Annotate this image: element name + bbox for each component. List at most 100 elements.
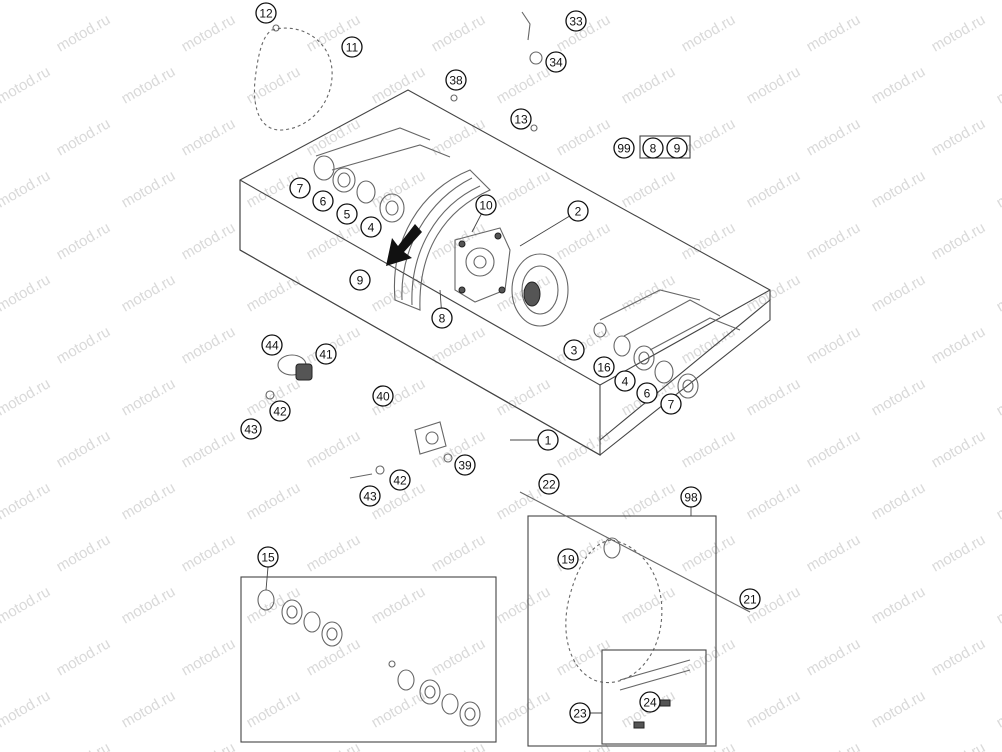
callout-circle [289, 177, 311, 199]
part-callout: 38 [445, 69, 467, 91]
callout-circle [739, 588, 761, 610]
watermark-text: motod.ru [494, 0, 554, 3]
callout-label: 98 [684, 491, 698, 505]
callout-label: 43 [363, 490, 377, 504]
callout-circle [639, 691, 661, 713]
callout-circle [389, 469, 411, 491]
watermark-text: motod.ru [119, 0, 179, 3]
watermark-text: motod.ru [119, 271, 179, 315]
watermark-text: motod.ru [494, 687, 554, 731]
watermark-text: motod.ru [369, 0, 429, 3]
watermark-text: motod.ru [994, 271, 1002, 315]
watermark-text: motod.ru [119, 687, 179, 731]
part-callout: 23 [569, 702, 591, 724]
watermark-text: motod.ru [429, 323, 489, 367]
part-callout: 12 [255, 2, 277, 24]
part-callout: 15 [257, 546, 279, 568]
watermark-text: motod.ru [179, 739, 239, 752]
part-callout: 42 [269, 400, 291, 422]
watermark-text: motod.ru [244, 0, 304, 3]
watermark-text: motod.ru [54, 739, 114, 752]
watermark-text: motod.ru [619, 0, 679, 3]
part-callout: 8 [431, 307, 453, 329]
part-callout: 24 [639, 691, 661, 713]
part-callout: 42 [389, 469, 411, 491]
watermark-text: motod.ru [679, 635, 739, 679]
watermark-text: motod.ru [54, 427, 114, 471]
watermark-text: motod.ru [54, 115, 114, 159]
watermark-text: motod.ru [54, 531, 114, 575]
watermark-text: motod.ru [0, 271, 53, 315]
watermark-text: motod.ru [804, 219, 864, 263]
callout-circle [341, 36, 363, 58]
callout-circle [359, 485, 381, 507]
watermark-text: motod.ru [994, 687, 1002, 731]
callout-circle [537, 429, 559, 451]
watermark-text: motod.ru [804, 635, 864, 679]
part-callout: 16 [593, 356, 615, 378]
watermark-text: motod.ru [554, 219, 614, 263]
axle-parts [265, 354, 453, 479]
callout-circle [557, 548, 579, 570]
part-callout: 8 [642, 137, 664, 159]
watermark-text: motod.ru [619, 63, 679, 107]
callout-label: 41 [319, 348, 333, 362]
watermark-text: motod.ru [494, 583, 554, 627]
watermark-text: motod.ru [804, 531, 864, 575]
callout-circle [680, 486, 702, 508]
callout-circle [312, 190, 334, 212]
watermark-text: motod.ru [494, 63, 554, 107]
watermark-text: motod.ru [304, 635, 364, 679]
watermark-text: motod.ru [869, 0, 929, 3]
brake-disc [511, 253, 569, 327]
callout-label: 34 [549, 56, 563, 70]
part-callout: 44 [261, 334, 283, 356]
watermark-text: motod.ru [804, 323, 864, 367]
watermark-text: motod.ru [369, 167, 429, 211]
part-callout: 11 [341, 36, 363, 58]
watermark-text: motod.ru [369, 583, 429, 627]
watermark-text: motod.ru [679, 115, 739, 159]
callout-circle [349, 269, 371, 291]
watermark-text: motod.ru [369, 687, 429, 731]
watermark-text: motod.ru [994, 63, 1002, 107]
callout-label: 22 [542, 478, 556, 492]
callout-label: 33 [569, 15, 583, 29]
part-callout: 7 [660, 393, 682, 415]
callout-label: 15 [261, 551, 275, 565]
callout-label: 42 [393, 474, 407, 488]
callout-label: 21 [743, 593, 757, 607]
watermark-text: motod.ru [929, 635, 989, 679]
watermark-text: motod.ru [304, 427, 364, 471]
callout-circle [315, 343, 337, 365]
watermark-text: motod.ru [744, 167, 804, 211]
callout-label: 99 [617, 142, 631, 156]
watermark-text: motod.ru [429, 115, 489, 159]
watermark-text: motod.ru [429, 11, 489, 55]
part-callout: 40 [372, 385, 394, 407]
watermark-text: motod.ru [619, 583, 679, 627]
watermark-text: motod.ru [54, 219, 114, 263]
part-callout: 9 [666, 137, 688, 159]
watermark-text: motod.ru [869, 479, 929, 523]
part-callout: 1 [537, 429, 559, 451]
bearing-stack-right [593, 289, 741, 399]
callout-label: 3 [571, 344, 578, 358]
watermark-text: motod.ru [119, 479, 179, 523]
part-callout: 19 [557, 548, 579, 570]
callout-circle [538, 473, 560, 495]
watermark-text: motod.ru [744, 0, 804, 3]
part-callout: 22 [538, 473, 560, 495]
watermark-text: motod.ru [429, 635, 489, 679]
watermark-text: motod.ru [929, 531, 989, 575]
part-callout: 4 [360, 216, 382, 238]
callout-circle [255, 2, 277, 24]
watermark-text: motod.ru [119, 583, 179, 627]
part-callout: 5 [336, 203, 358, 225]
callout-circle [666, 137, 688, 159]
watermark-text: motod.ru [619, 479, 679, 523]
callout-label: 2 [575, 205, 582, 219]
watermark-text: motod.ru [994, 583, 1002, 627]
